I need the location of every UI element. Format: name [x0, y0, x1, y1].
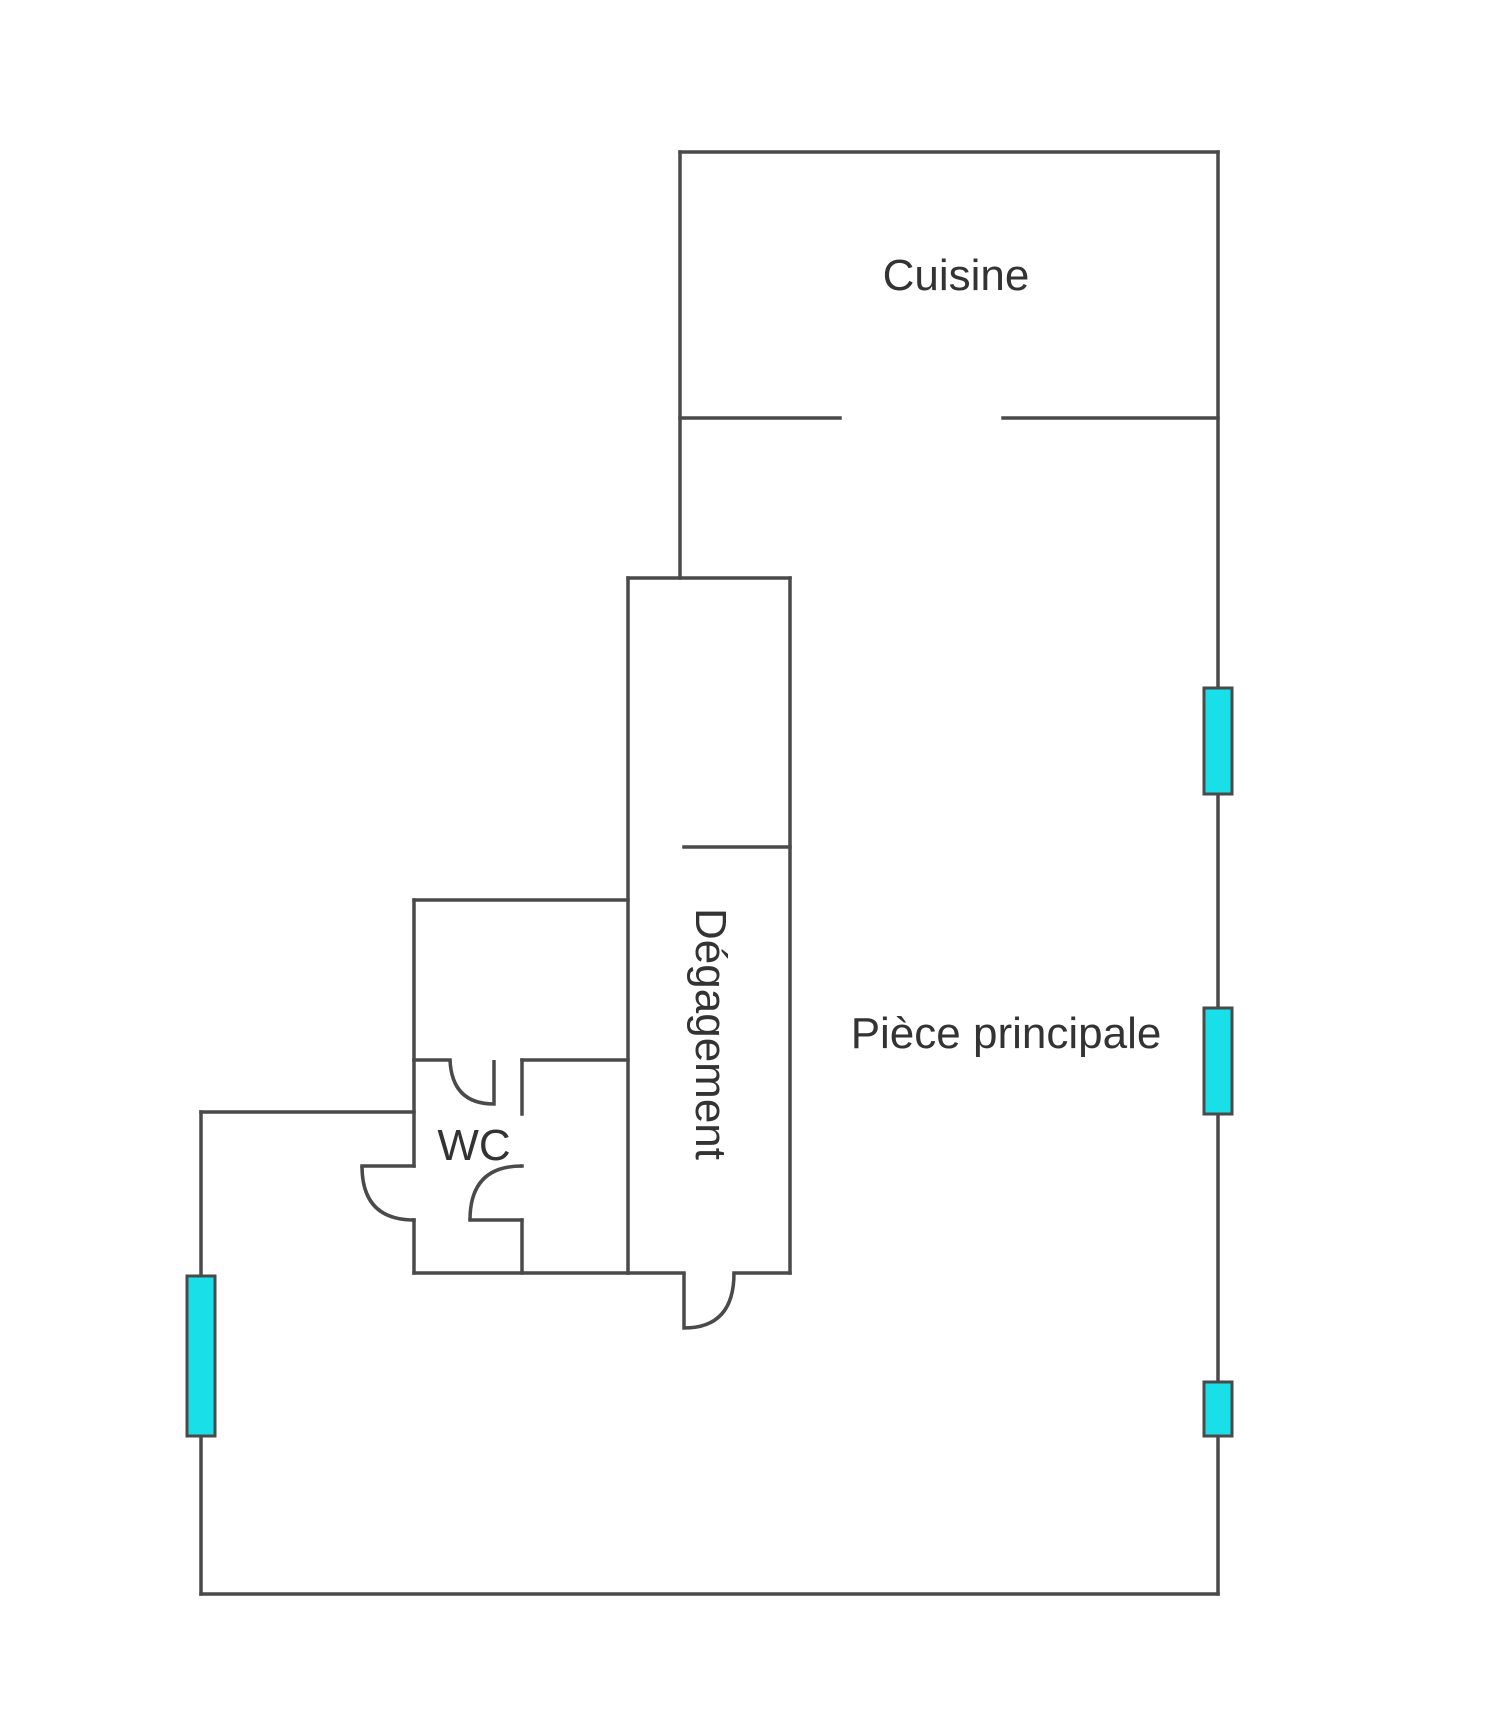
window-right-3	[1202, 1380, 1234, 1438]
window-right-2	[1202, 1006, 1234, 1116]
window-left-1	[185, 1274, 217, 1438]
door-wc-left-arc	[360, 1165, 415, 1222]
window-right-1	[1202, 686, 1234, 796]
room-labels: Cuisine Pièce principale Dégagement WC	[437, 251, 1161, 1170]
doors	[360, 1059, 736, 1330]
label-wc: WC	[437, 1121, 510, 1170]
door-wc-top-arc	[448, 1059, 496, 1106]
label-piece-principale: Pièce principale	[851, 1009, 1162, 1058]
label-cuisine: Cuisine	[883, 251, 1030, 300]
label-degagement: Dégagement	[686, 908, 735, 1160]
windows	[185, 686, 1234, 1438]
door-wc-right-arc	[468, 1164, 523, 1221]
door-corridor-arc	[682, 1272, 736, 1330]
walls	[199, 150, 1220, 1596]
